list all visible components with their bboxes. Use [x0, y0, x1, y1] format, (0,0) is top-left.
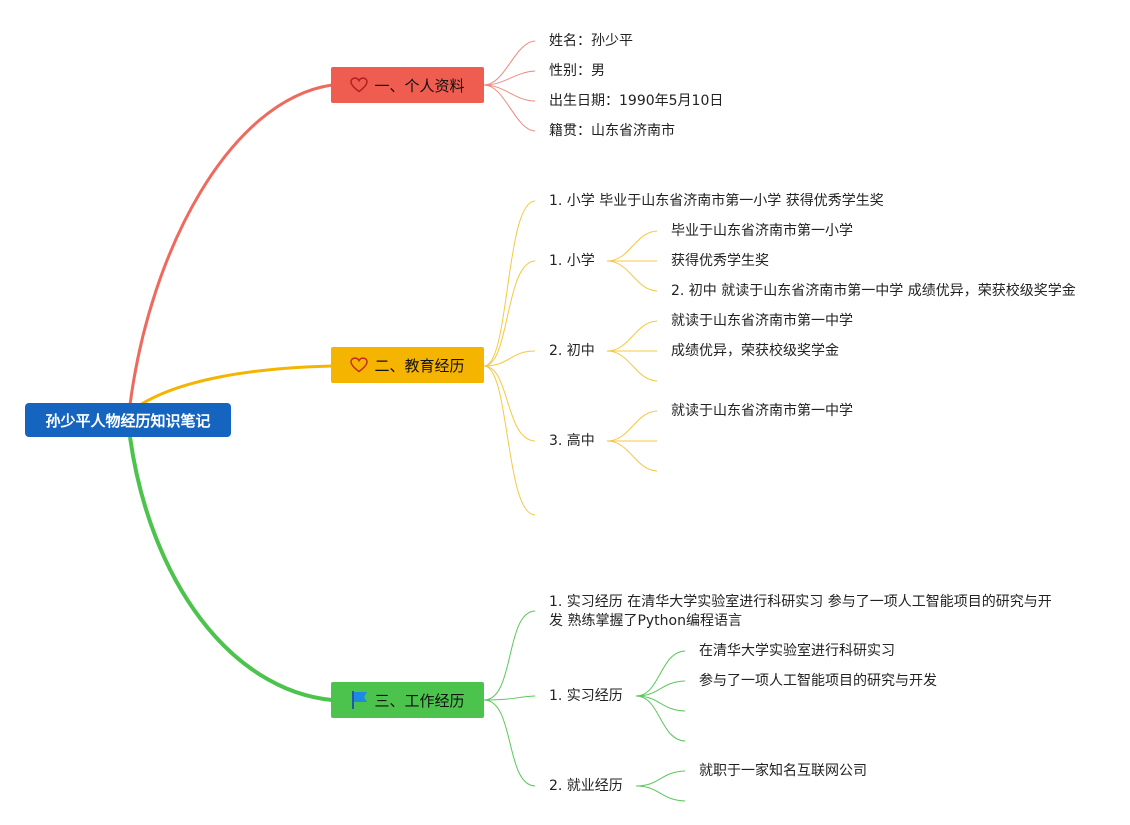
education-sub-lines	[483, 200, 658, 516]
education-primary[interactable]: 1. 小学	[549, 253, 595, 269]
work-summary-line1[interactable]: 1. 实习经历 在清华大学实验室进行科研实习 参与了一项人工智能项目的研究与开	[549, 594, 1052, 610]
education-middle-item[interactable]: 就读于山东省济南市第一中学	[671, 313, 853, 329]
personal-item-birthdate[interactable]: 出生日期：1990年5月10日	[549, 93, 724, 109]
education-summary[interactable]: 1. 小学 毕业于山东省济南市第一小学 获得优秀学生奖	[549, 193, 884, 209]
personal-item-gender[interactable]: 性别：男	[549, 63, 605, 79]
work-internship-item[interactable]: 参与了一项人工智能项目的研究与开发	[699, 673, 937, 689]
personal-sub-lines	[483, 40, 536, 132]
education-primary-item[interactable]: 2. 初中 就读于山东省济南市第一中学 成绩优异，荣获校级奖学金	[671, 283, 1076, 299]
topic-personal-info[interactable]: 一、个人资料	[331, 67, 484, 103]
personal-item-name[interactable]: 姓名：孙少平	[549, 33, 633, 49]
education-primary-item[interactable]: 获得优秀学生奖	[671, 253, 769, 269]
topic-label: 二、教育经历	[374, 356, 465, 375]
flag-icon	[352, 691, 368, 709]
topic-label: 一、个人资料	[374, 76, 465, 95]
work-summary-line2[interactable]: 发 熟练掌握了Python编程语言	[549, 613, 742, 629]
education-high-item[interactable]: 就读于山东省济南市第一中学	[671, 403, 853, 419]
topic-work[interactable]: 三、工作经历	[331, 682, 484, 718]
topic-label: 三、工作经历	[374, 691, 465, 710]
work-employment[interactable]: 2. 就业经历	[549, 778, 623, 794]
branch-line-education	[139, 364, 333, 407]
work-employment-item[interactable]: 就职于一家知名互联网公司	[699, 763, 867, 779]
education-primary-item[interactable]: 毕业于山东省济南市第一小学	[671, 223, 853, 239]
topic-education[interactable]: 二、教育经历	[331, 347, 484, 383]
heart-icon	[350, 77, 369, 93]
branch-line-work	[128, 436, 333, 702]
education-high[interactable]: 3. 高中	[549, 433, 595, 449]
heart-icon	[350, 357, 369, 373]
root-topic[interactable]: 孙少平人物经历知识笔记	[25, 403, 231, 437]
personal-item-origin[interactable]: 籍贯：山东省济南市	[549, 123, 675, 139]
education-middle[interactable]: 2. 初中	[549, 343, 595, 359]
branch-line-personal	[128, 83, 333, 406]
work-internship-item[interactable]: 在清华大学实验室进行科研实习	[699, 643, 895, 659]
work-sub-lines	[483, 610, 686, 802]
education-middle-item[interactable]: 成绩优异，荣获校级奖学金	[671, 343, 839, 359]
work-internship[interactable]: 1. 实习经历	[549, 688, 623, 704]
